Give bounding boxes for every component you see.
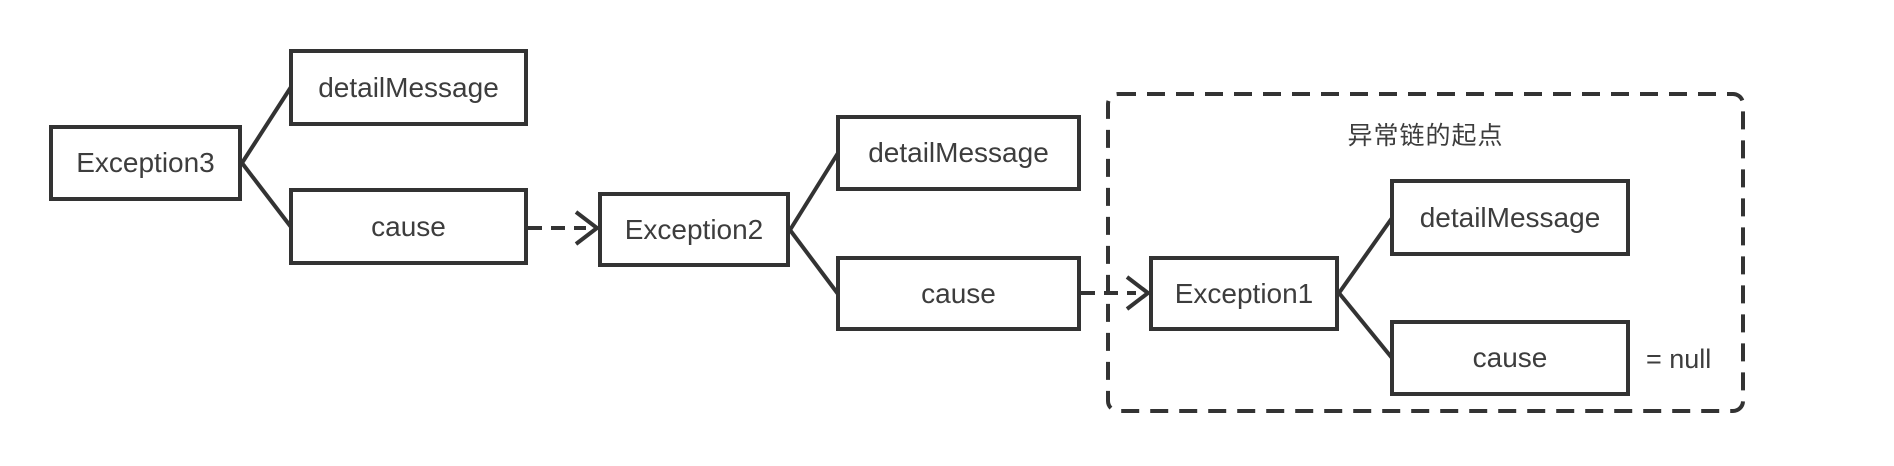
exception2-arrowhead-icon <box>574 210 601 246</box>
exception3-cause-label: cause <box>371 210 446 242</box>
exception3-label: Exception3 <box>76 147 215 178</box>
exception1-label: Exception1 <box>1174 277 1314 309</box>
exception1-to-detailmessage-line <box>1337 216 1394 295</box>
exception3-cause-field: cause <box>289 188 528 265</box>
exception2-detailmessage-field: detailMessage <box>836 115 1081 191</box>
exception2-node: Exception2 <box>598 192 790 267</box>
cause-null-value: = null <box>1646 344 1712 374</box>
exception3-to-cause-line <box>240 161 293 229</box>
exception1-node: Exception1 <box>1149 256 1339 331</box>
exception2-to-detailmessage-line <box>788 151 840 232</box>
origin-container-dashed-border <box>1106 92 1745 413</box>
exception2-label: Exception2 <box>624 213 764 245</box>
exception2-cause-label: cause <box>921 277 996 309</box>
exception1-detailmessage-label: detailMessage <box>1419 201 1601 233</box>
exception3-to-detailmessage-line <box>240 85 293 165</box>
origin-container-title: 异常链的起点 <box>1347 122 1504 150</box>
exception3-detailmessage-label: detailMessage <box>318 71 499 103</box>
exception2-detailmessage-label: detailMessage <box>868 137 1049 168</box>
exception3-detailmessage-field: detailMessage <box>289 49 528 126</box>
exception1-cause-label: cause <box>1472 342 1548 373</box>
exception2-cause-field: cause <box>836 256 1081 331</box>
exception1-to-cause-line <box>1337 291 1394 360</box>
exception1-cause-field: cause <box>1390 320 1630 396</box>
exception3-node: Exception3 <box>49 125 242 201</box>
exception2-to-cause-line <box>788 228 840 296</box>
exception1-arrowhead-icon <box>1125 275 1152 311</box>
exception1-detailmessage-field: detailMessage <box>1390 179 1630 256</box>
